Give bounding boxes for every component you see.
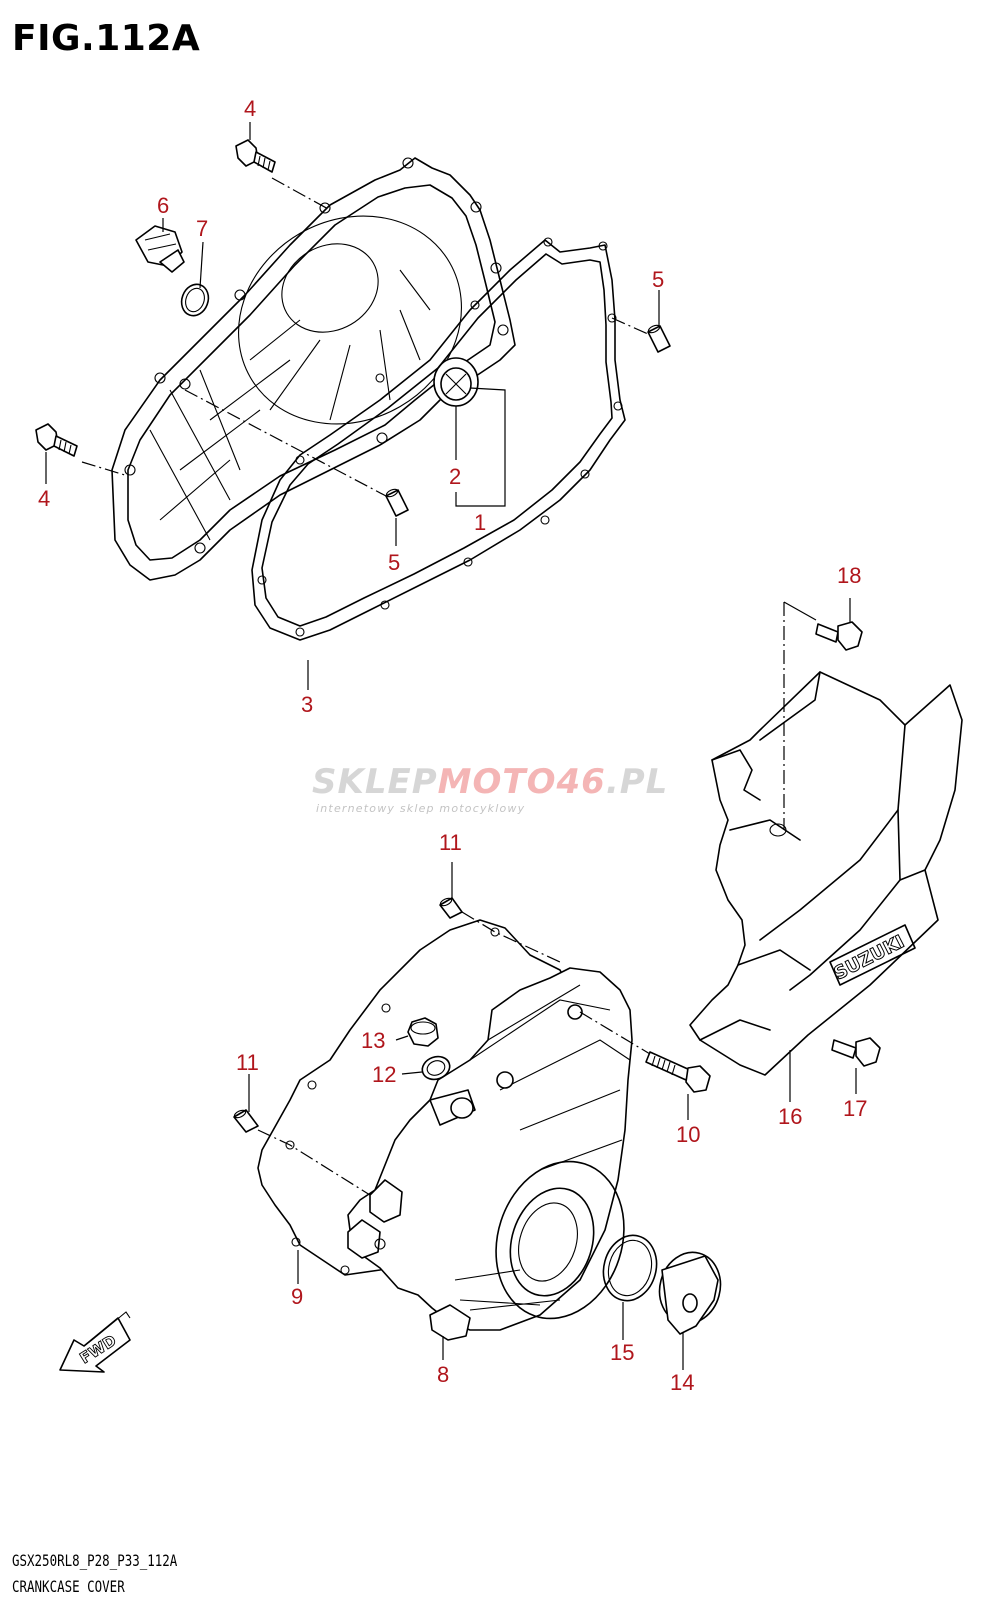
dowel-pin-11-lower	[233, 1109, 259, 1133]
fwd-arrow-icon: FWD	[59, 1311, 131, 1373]
watermark-brand-part1: SKLEP	[312, 762, 438, 802]
o-ring-7	[180, 283, 210, 317]
figure-title: FIG.112A	[12, 18, 201, 59]
watermark: SKLEPMOTO46.PL internetowy sklep motocyk…	[312, 762, 692, 815]
label-13: 13	[361, 1028, 385, 1053]
label-1: 1	[474, 510, 486, 535]
label-14: 14	[670, 1370, 694, 1395]
bolt-17	[831, 1037, 881, 1067]
label-7: 7	[196, 216, 208, 241]
cover-gasket	[251, 237, 626, 641]
dowel-pin-5-upper	[647, 324, 671, 353]
dowel-pin-11-upper	[439, 897, 463, 919]
watermark-brand-part2: MOTO	[437, 762, 557, 802]
watermark-brand-part4: .PL	[605, 762, 669, 802]
o-ring-12	[421, 1055, 451, 1081]
label-5-lower: 5	[388, 550, 400, 575]
label-11-lower: 11	[236, 1050, 259, 1075]
footer: GSX250RL8_P28_P33_112A CRANKCASE COVER	[12, 1548, 177, 1600]
watermark-brand-part3: 46	[556, 762, 606, 802]
label-11-upper: 11	[439, 830, 462, 855]
label-6: 6	[157, 193, 169, 218]
bolt-10	[645, 1051, 711, 1093]
label-8: 8	[437, 1362, 449, 1387]
diagram-caption: CRANKCASE COVER	[12, 1577, 125, 1596]
crankshaft-cap-14	[658, 1251, 722, 1335]
generator-cover	[347, 967, 633, 1341]
label-18: 18	[837, 563, 861, 588]
part-labels: 4 6 7 5 4 2 1 5 3 18 11 13 12 11 10 16 1…	[38, 96, 867, 1395]
label-17: 17	[843, 1096, 867, 1121]
clutch-cover	[111, 157, 516, 581]
label-10: 10	[676, 1122, 700, 1147]
bolt-4-lower	[35, 423, 78, 457]
label-3: 3	[301, 692, 313, 717]
bolt-4-upper	[235, 139, 276, 173]
label-9: 9	[291, 1284, 303, 1309]
o-ring-15	[602, 1234, 658, 1302]
label-5-upper: 5	[652, 267, 664, 292]
dowel-pin-5-lower	[385, 488, 409, 517]
bolt-18	[815, 621, 863, 651]
label-15: 15	[610, 1340, 634, 1365]
label-4-upper: 4	[244, 96, 256, 121]
label-2: 2	[449, 464, 461, 489]
filler-plug-13	[407, 1017, 439, 1047]
label-12: 12	[372, 1062, 396, 1087]
oil-filler-cap	[135, 225, 185, 273]
label-16: 16	[778, 1104, 802, 1129]
watermark-brand: SKLEPMOTO46.PL	[312, 762, 692, 802]
sprocket-cover: SUZUKI	[689, 671, 963, 1076]
label-4-lower: 4	[38, 486, 50, 511]
model-code: GSX250RL8_P28_P33_112A	[12, 1551, 178, 1570]
watermark-tagline: internetowy sklep motocyklowy	[316, 802, 526, 815]
